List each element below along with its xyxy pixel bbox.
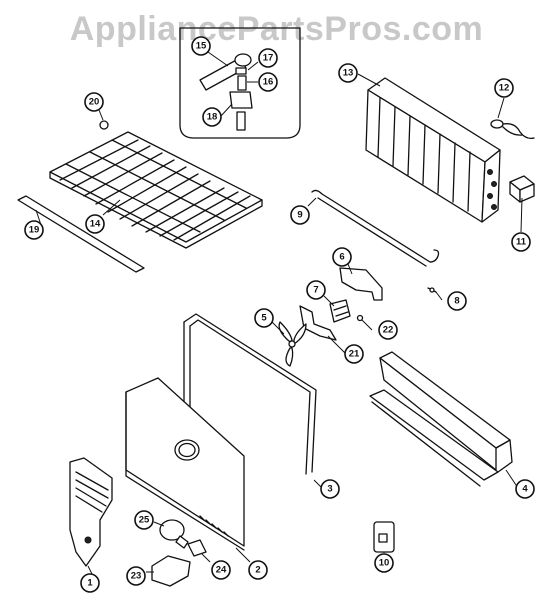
callout-15: 15 <box>191 36 211 56</box>
svg-text:3: 3 <box>327 484 332 495</box>
callout-4: 4 <box>515 479 535 499</box>
callout-13: 13 <box>338 63 358 83</box>
callout-19: 19 <box>24 220 44 240</box>
svg-text:24: 24 <box>216 565 227 576</box>
svg-text:17: 17 <box>263 53 274 64</box>
svg-text:18: 18 <box>207 112 218 123</box>
svg-text:13: 13 <box>343 68 354 79</box>
svg-text:19: 19 <box>29 225 40 236</box>
callout-6: 6 <box>332 247 352 267</box>
bracket-part-6 <box>339 267 383 301</box>
svg-text:6: 6 <box>339 252 344 263</box>
motor-part-7 <box>329 299 351 323</box>
callout-1: 1 <box>80 573 100 593</box>
svg-text:5: 5 <box>261 313 267 324</box>
callout-10: 10 <box>374 553 394 573</box>
callout-16: 16 <box>258 72 278 92</box>
block-part-11 <box>509 175 535 203</box>
fan-blade-part-5 <box>278 321 307 367</box>
svg-text:22: 22 <box>383 325 394 336</box>
svg-text:10: 10 <box>379 558 390 569</box>
screw-part-8 <box>427 287 437 293</box>
callout-23: 23 <box>126 566 146 586</box>
thermostat-part-12 <box>490 119 535 140</box>
svg-text:7: 7 <box>313 285 318 296</box>
callout-21: 21 <box>344 344 364 364</box>
callout-17: 17 <box>258 48 278 68</box>
rear-panel-part-2 <box>125 377 245 551</box>
svg-text:11: 11 <box>516 237 527 248</box>
svg-text:23: 23 <box>131 571 142 582</box>
switch-part-10 <box>373 521 395 553</box>
callout-8: 8 <box>447 291 467 311</box>
callout-24: 24 <box>211 560 231 580</box>
watermark-text: AppliancePartsPros.com <box>69 10 484 48</box>
callout-5: 5 <box>254 308 274 328</box>
callout-3: 3 <box>320 479 340 499</box>
trim-strip-part-19 <box>17 195 145 273</box>
evaporator-part-13 <box>365 77 501 223</box>
gasket-part-3 <box>183 313 317 475</box>
svg-text:9: 9 <box>297 210 302 221</box>
motor-bracket-part-21 <box>299 305 337 341</box>
svg-text:4: 4 <box>522 484 528 495</box>
svg-text:15: 15 <box>196 41 207 52</box>
svg-text:21: 21 <box>349 349 360 360</box>
svg-text:20: 20 <box>89 97 100 108</box>
svg-text:25: 25 <box>139 515 150 526</box>
control-housing-part-1 <box>69 457 113 567</box>
callout-25: 25 <box>134 510 154 530</box>
svg-text:16: 16 <box>263 77 274 88</box>
nut-part-20 <box>99 120 109 130</box>
callout-7: 7 <box>306 280 326 300</box>
callout-9: 9 <box>290 205 310 225</box>
callout-2: 2 <box>248 560 268 580</box>
heater-rod-part-9 <box>311 189 440 267</box>
svg-text:1: 1 <box>87 578 93 589</box>
wire-shelf-part-14 <box>49 131 263 249</box>
callout-12: 12 <box>494 78 514 98</box>
svg-text:12: 12 <box>499 83 510 94</box>
svg-text:2: 2 <box>255 565 260 576</box>
light-bulb-part-25 <box>159 519 189 549</box>
screw-part-22 <box>356 314 364 322</box>
svg-text:14: 14 <box>90 219 101 230</box>
callout-11: 11 <box>511 232 531 252</box>
light-shield-part-23 <box>151 555 191 587</box>
callout-22: 22 <box>378 320 398 340</box>
drip-tray-part-4 <box>369 351 513 487</box>
callout-20: 20 <box>84 92 104 112</box>
callout-18: 18 <box>202 107 222 127</box>
socket-part-24 <box>187 539 207 557</box>
callout-14: 14 <box>85 214 105 234</box>
svg-text:8: 8 <box>454 296 459 307</box>
